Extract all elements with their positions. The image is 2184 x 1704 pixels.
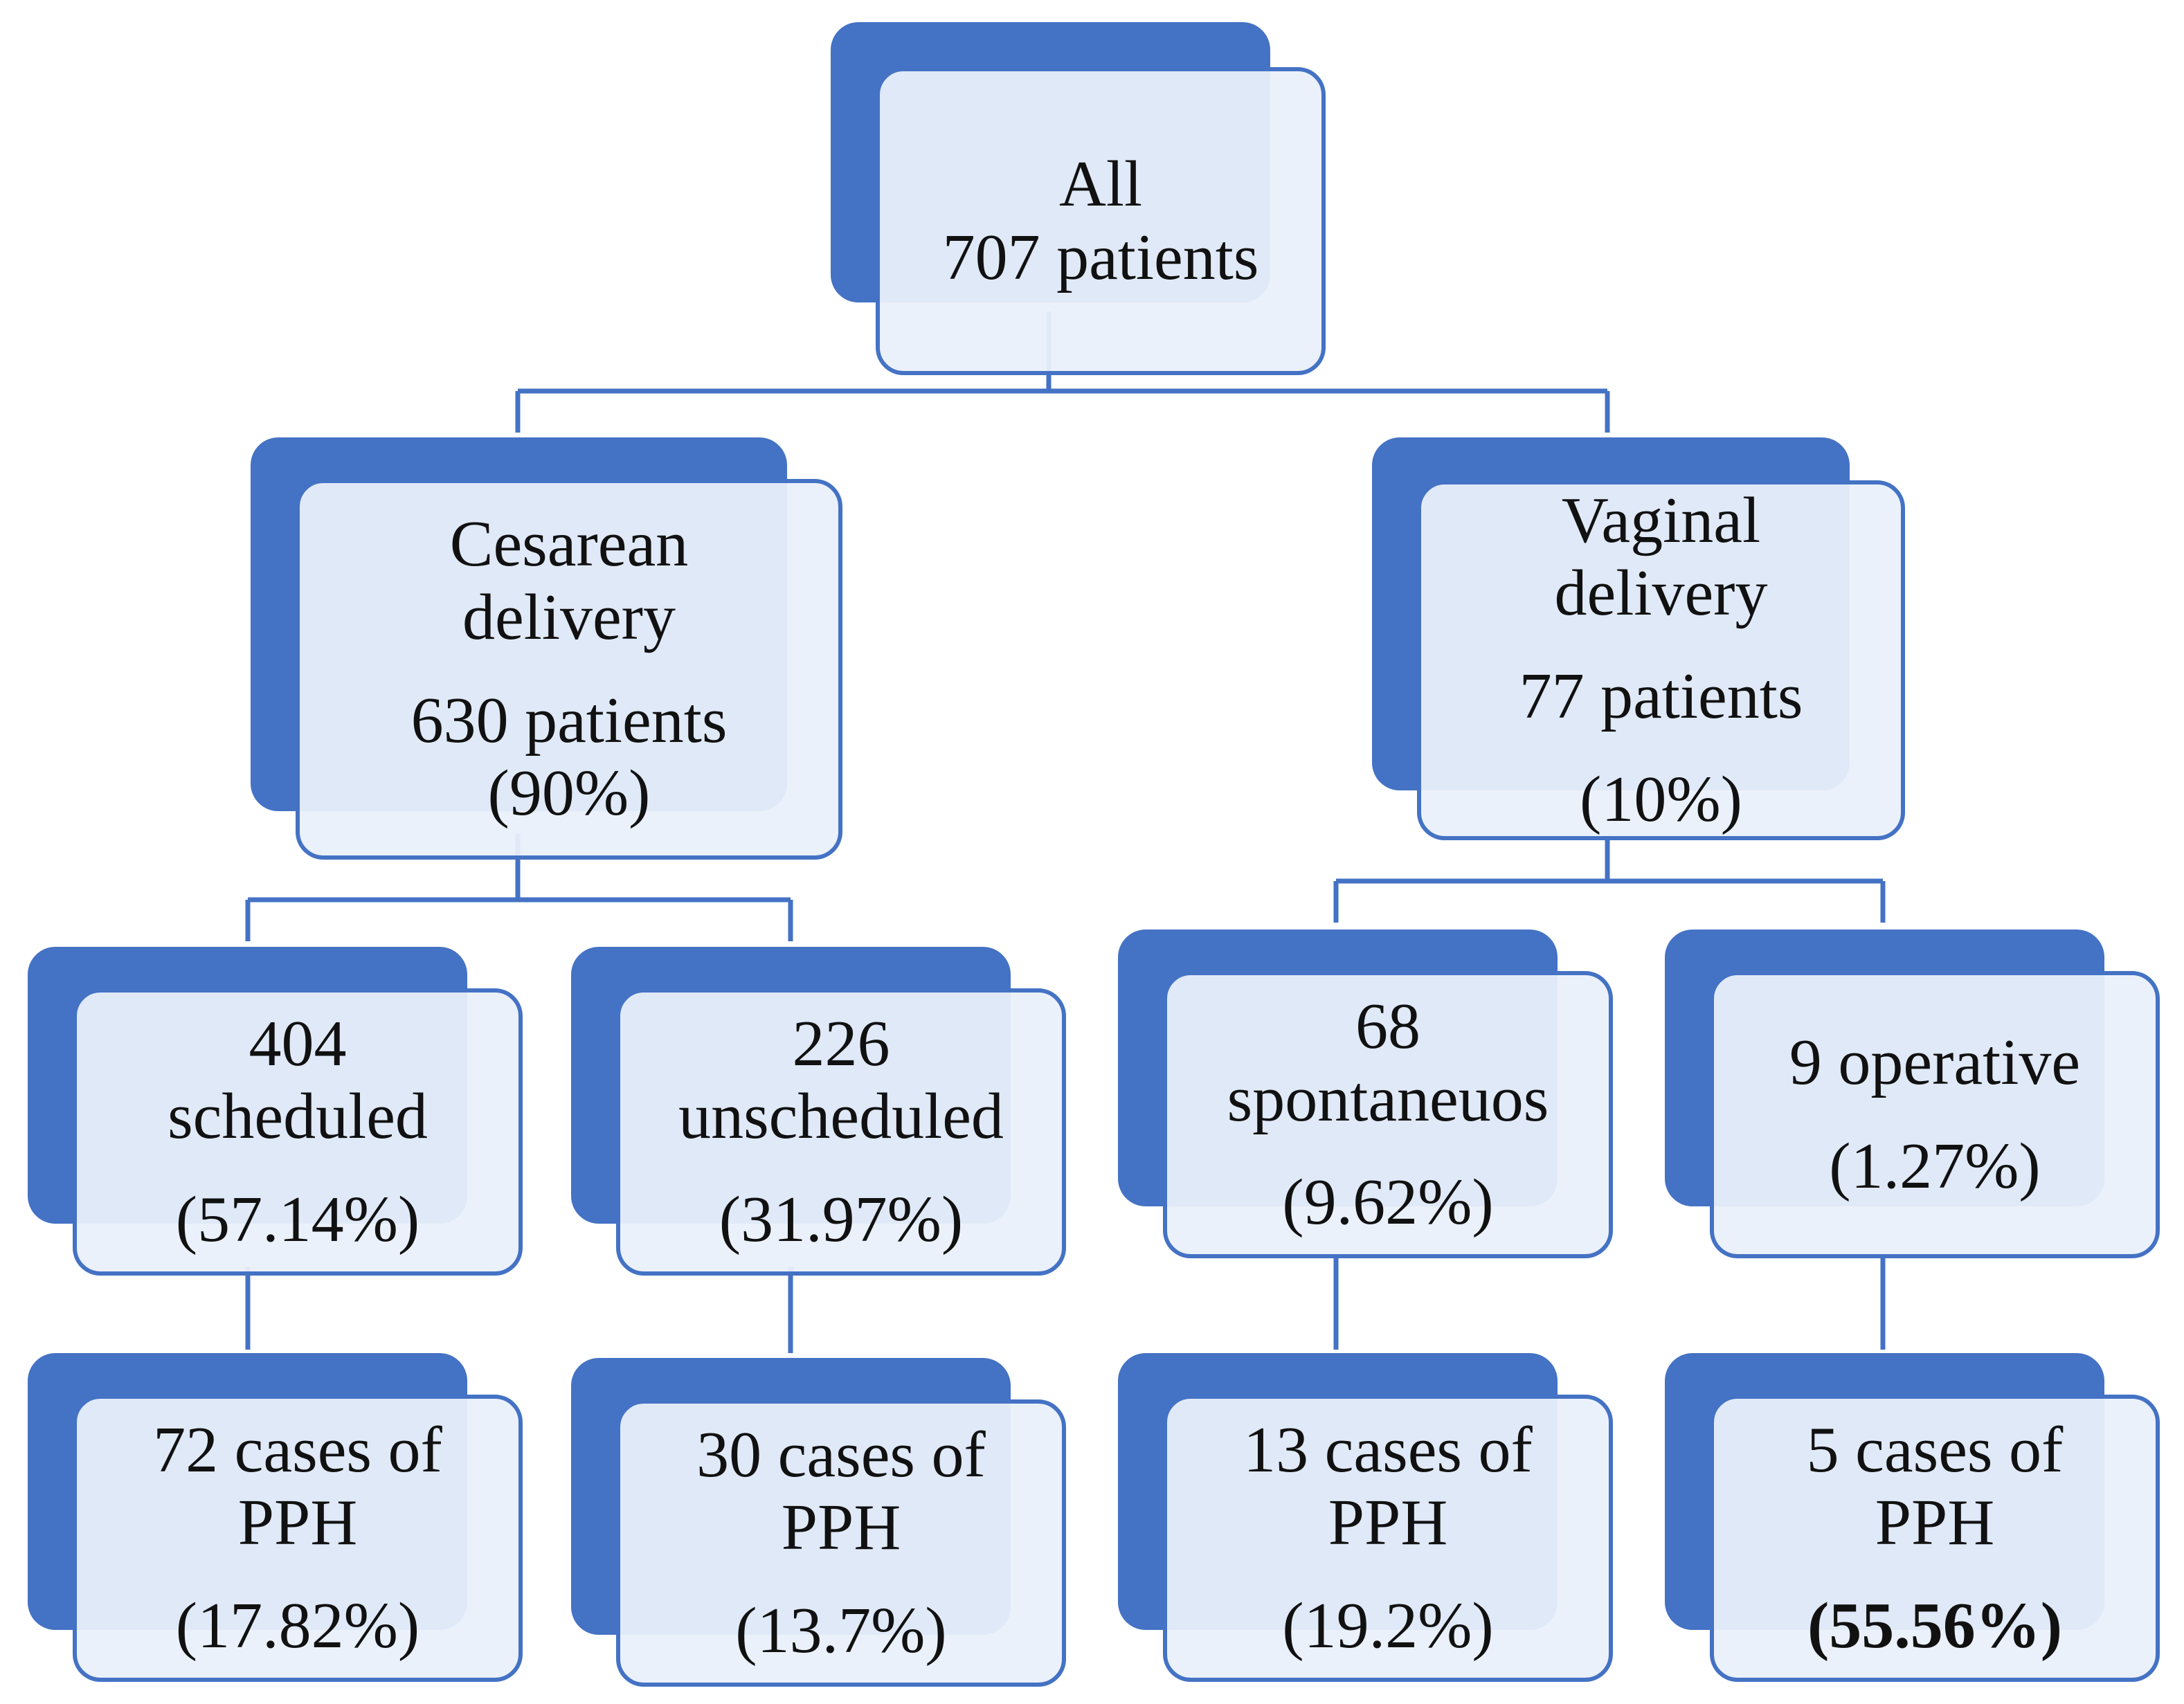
node-operative-line2: (1.27%) (1829, 1130, 2041, 1202)
node-pph-spontaneous-line3: (19.2%) (1282, 1590, 1494, 1662)
node-vaginal-line3: 77 patients (1519, 660, 1803, 732)
node-spontaneous-line3: (9.62%) (1282, 1166, 1494, 1239)
node-cesarean-line2: delivery (462, 581, 676, 653)
node-vaginal-line1: Vaginal (1561, 484, 1761, 556)
node-pph-unscheduled-line2: PPH (781, 1491, 901, 1563)
connector-vaginal (1333, 837, 1886, 923)
node-vaginal-line4: (10%) (1580, 763, 1742, 835)
node-spontaneous-line2: spontaneuos (1227, 1062, 1549, 1135)
node-scheduled-line3: (57.14%) (175, 1184, 420, 1256)
connector-cesarean (245, 834, 793, 941)
node-pph-operative-line3: (55.56%) (1807, 1590, 2063, 1662)
node-unscheduled-line1: 226 (792, 1007, 890, 1080)
node-cesarean-line3: 630 patients (410, 685, 728, 756)
node-all-line1: All (1058, 148, 1143, 221)
node-all-line2: 707 patients (942, 221, 1259, 293)
node-vaginal-line2: delivery (1554, 557, 1768, 630)
node-pph-unscheduled-line3: (13.7%) (735, 1595, 947, 1667)
node-unscheduled-line2: unscheduled (678, 1080, 1004, 1152)
node-scheduled-line2: scheduled (168, 1080, 428, 1152)
node-pph-spontaneous-line1: 13 cases of (1243, 1413, 1533, 1486)
node-cesarean-line1: Cesarean (449, 508, 689, 581)
node-pph-unscheduled-line1: 30 cases of (696, 1418, 986, 1491)
node-cesarean-line4: (90%) (487, 757, 651, 830)
node-pph-operative-line2: PPH (1875, 1486, 1995, 1559)
node-pph-spontaneous-line2: PPH (1328, 1486, 1448, 1559)
node-operative-line1: 9 operative (1789, 1026, 2081, 1099)
node-pph-scheduled-line2: PPH (237, 1486, 358, 1559)
node-scheduled-line1: 404 (249, 1007, 347, 1080)
node-pph-operative-line1: 5 cases of (1806, 1413, 2064, 1486)
node-pph-scheduled-line3: (17.82%) (175, 1590, 420, 1662)
node-pph-scheduled-line1: 72 cases of (153, 1413, 442, 1486)
node-unscheduled-line3: (31.97%) (719, 1184, 964, 1256)
node-spontaneous-line1: 68 (1355, 990, 1420, 1062)
